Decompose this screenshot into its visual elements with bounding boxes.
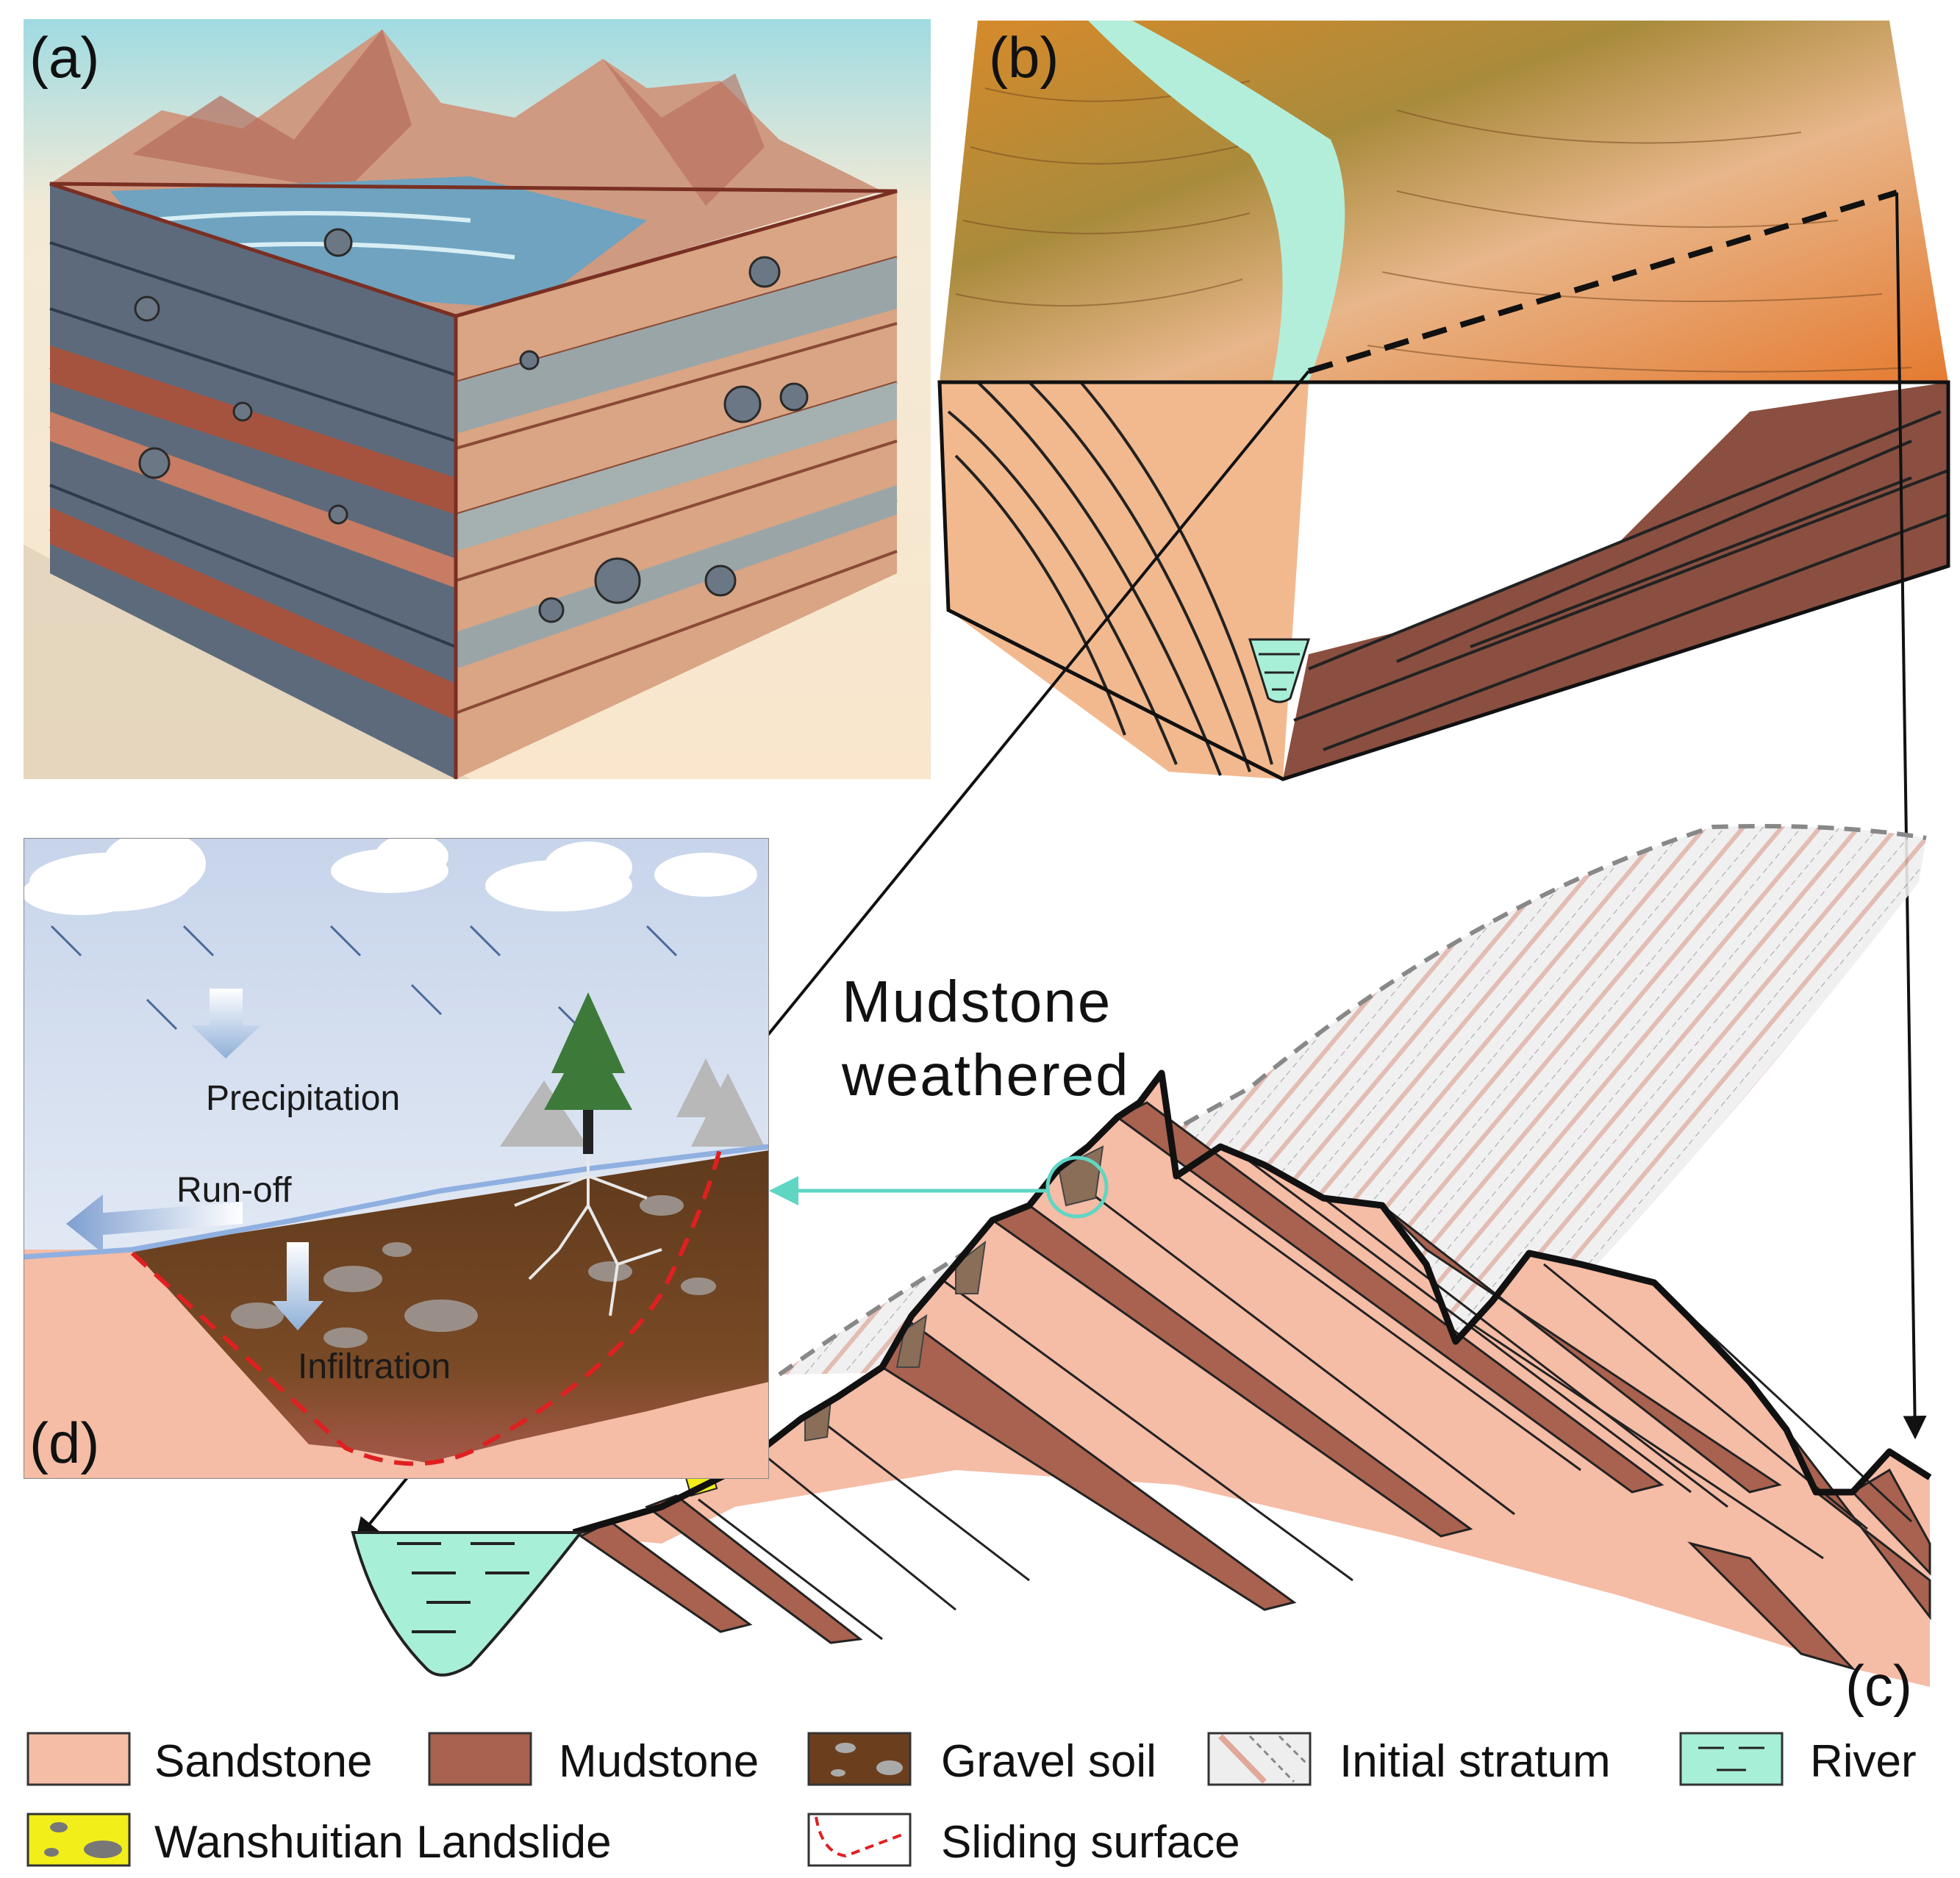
legend-swatch-river bbox=[1679, 1732, 1784, 1786]
legend-label-gravel-soil: Gravel soil bbox=[941, 1736, 1156, 1787]
legend-label-initial-stratum: Initial stratum bbox=[1340, 1736, 1611, 1787]
infiltration-label: Infiltration bbox=[298, 1347, 451, 1386]
legend-label-sliding-surface: Sliding surface bbox=[941, 1817, 1240, 1868]
weathered-zone-circle bbox=[1045, 1155, 1109, 1219]
panel-c-label: (c) bbox=[1845, 1653, 1912, 1718]
precipitation-label: Precipitation bbox=[206, 1079, 400, 1118]
legend-swatch-sliding-surface bbox=[807, 1813, 912, 1867]
panel-a-label: (a) bbox=[29, 25, 99, 90]
panel-b-terrain-model bbox=[937, 21, 1950, 781]
legend-swatch-wanshuitian-landslide bbox=[26, 1813, 131, 1867]
legend: Sandstone Mudstone Gravel soil Initial s… bbox=[26, 1732, 1917, 1868]
callout-line-2: weathered bbox=[841, 1042, 1130, 1108]
legend-swatch-sandstone bbox=[26, 1732, 131, 1786]
panel-c-cross-section bbox=[351, 824, 1932, 1687]
legend-label-river: River bbox=[1810, 1736, 1917, 1787]
legend-swatch-mudstone bbox=[428, 1732, 532, 1786]
legend-swatch-initial-stratum bbox=[1207, 1732, 1312, 1786]
panel-d-label: (d) bbox=[29, 1411, 99, 1475]
panel-a-block-diagram bbox=[24, 19, 931, 779]
panel-d-hydrology bbox=[24, 838, 769, 1479]
legend-label-sandstone: Sandstone bbox=[154, 1736, 372, 1787]
legend-label-wanshuitian-landslide: Wanshuitian Landslide bbox=[154, 1817, 612, 1868]
panel-b-label: (b) bbox=[989, 25, 1059, 90]
runoff-label: Run-off bbox=[176, 1171, 292, 1210]
callout-line-1: Mudstone bbox=[842, 969, 1112, 1034]
section-arrow-right bbox=[1895, 192, 1927, 1440]
legend-swatch-gravel bbox=[807, 1732, 912, 1786]
legend-label-mudstone: Mudstone bbox=[559, 1736, 759, 1787]
